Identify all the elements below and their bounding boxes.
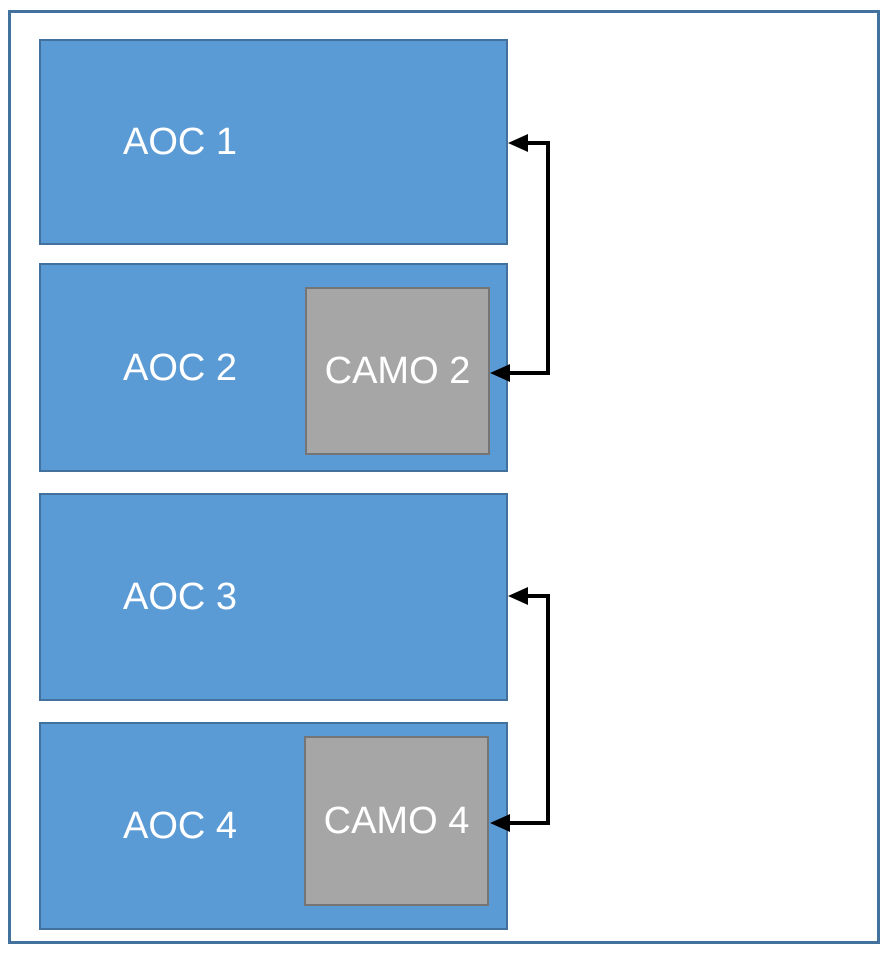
box-aoc-2-label: AOC 2 bbox=[123, 346, 238, 389]
diagram-frame bbox=[8, 10, 880, 944]
box-aoc-1: AOC 1 bbox=[39, 39, 508, 245]
box-camo-4-label: CAMO 4 bbox=[323, 800, 470, 842]
box-aoc-3-label: AOC 3 bbox=[123, 576, 238, 618]
box-camo-2: CAMO 2 bbox=[305, 287, 490, 455]
box-camo-4: CAMO 4 bbox=[304, 736, 489, 906]
box-aoc-2: AOC 2 CAMO 2 bbox=[39, 263, 508, 472]
box-aoc-4: AOC 4 CAMO 4 bbox=[39, 722, 508, 930]
box-camo-2-label: CAMO 2 bbox=[324, 350, 471, 392]
box-aoc-3: AOC 3 bbox=[39, 493, 508, 701]
box-aoc-4-label: AOC 4 bbox=[123, 805, 238, 847]
box-aoc-1-label: AOC 1 bbox=[123, 121, 238, 163]
